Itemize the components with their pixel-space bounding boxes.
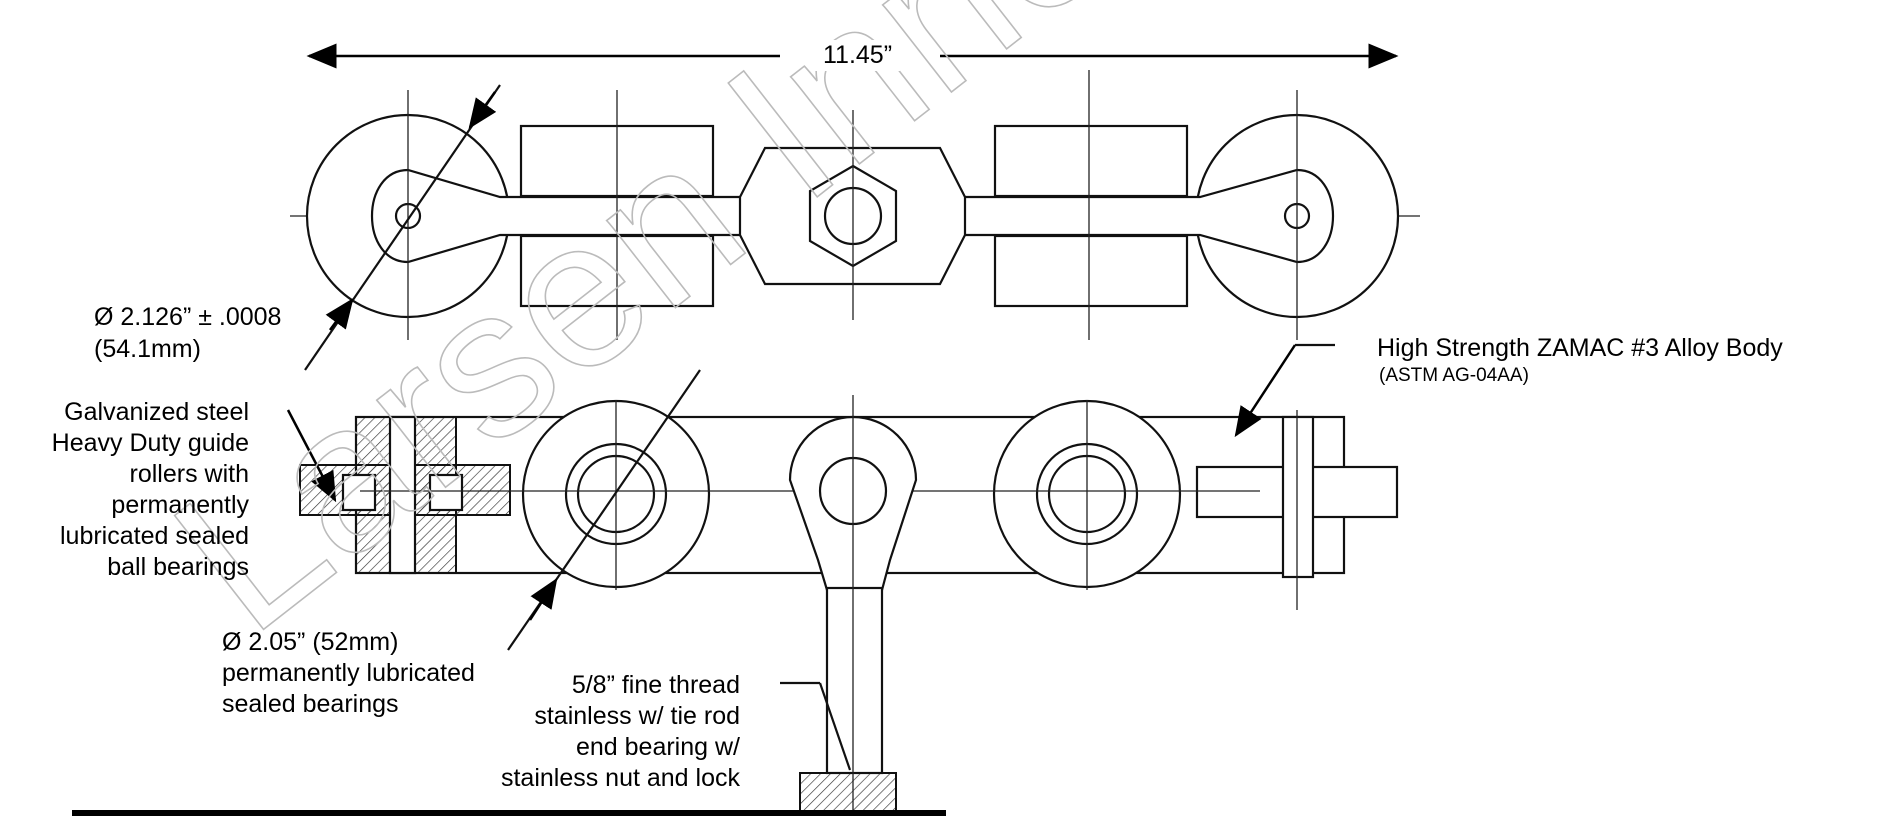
track-rail [72, 810, 946, 816]
label-line: sealed bearings [222, 690, 399, 718]
body-material-label: High Strength ZAMAC #3 Alloy Body [1377, 334, 1783, 362]
label-line: Ø 2.05” (52mm) [222, 628, 399, 656]
label-line: end bearing w/ [575, 733, 740, 761]
top-view [290, 70, 1420, 371]
threaded-rod [825, 586, 884, 775]
rod-label: 5/8” fine thread stainless w/ tie rod en… [440, 670, 740, 794]
label-line: permanently [111, 491, 249, 519]
label-line: rollers with [129, 460, 249, 488]
label-line: Heavy Duty guide [51, 429, 249, 457]
label-line: ball bearings [107, 553, 249, 581]
label-line: Galvanized steel [64, 398, 249, 426]
overall-length-label: 11.45” [815, 40, 901, 71]
wheel-label: Ø 2.05” (52mm) permanently lubricated se… [222, 627, 475, 720]
front-view [72, 343, 1399, 816]
label-line: stainless nut and lock [500, 764, 740, 792]
outer-diameter-mm-label: (54.1mm) [94, 335, 201, 363]
outer-diameter-label: Ø 2.126” ± .0008 [94, 303, 282, 331]
stainless-nut [799, 772, 897, 816]
label-line: permanently lubricated [222, 659, 475, 687]
label-line: lubricated sealed [59, 522, 249, 550]
body-spec-label: (ASTM AG-04AA) [1379, 365, 1529, 386]
label-line: 5/8” fine thread [571, 671, 740, 699]
label-line: stainless w/ tie rod [534, 702, 740, 730]
guide-rollers-label: Galvanized steel Heavy Duty guide roller… [9, 397, 249, 583]
